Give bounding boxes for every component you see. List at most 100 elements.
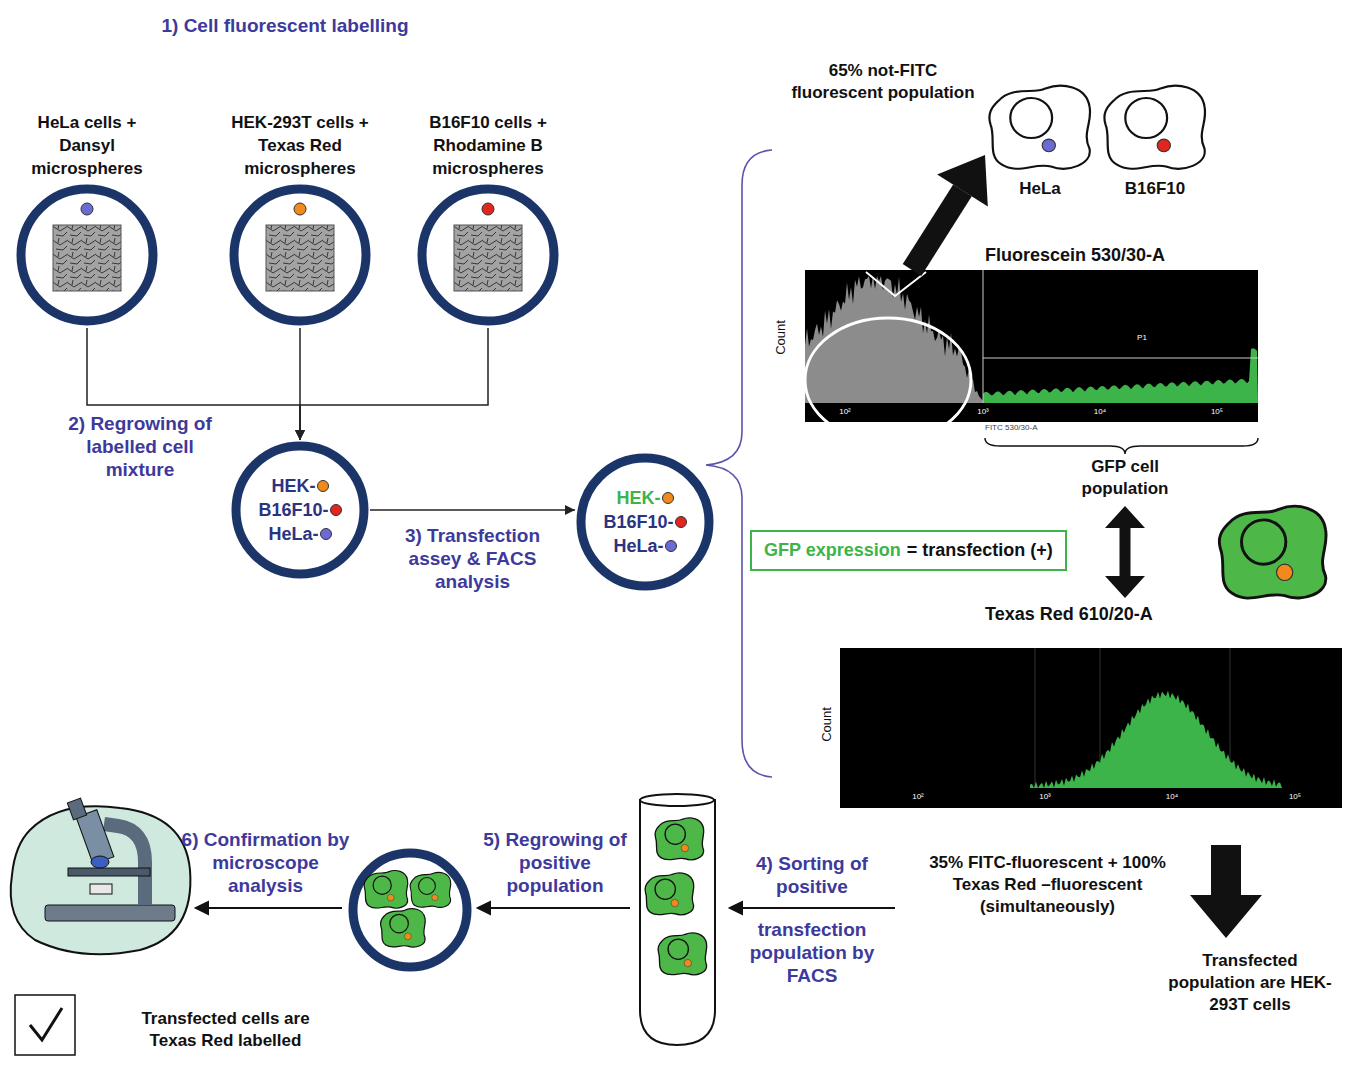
- regrown-dish: [364, 871, 408, 909]
- axis-label: 10⁵: [1205, 407, 1229, 417]
- connector-arrow: [300, 328, 488, 440]
- microscope-icon: [11, 806, 191, 954]
- step-label: transfection population by FACS: [732, 918, 892, 987]
- dish-outline: [81, 203, 93, 215]
- cell-line-row: HEK-: [617, 486, 674, 510]
- step-arrows: [478, 902, 490, 914]
- step-label: 2) Regrowing of labelled cell mixture: [50, 412, 230, 481]
- texas-red-histogram: [1035, 648, 1036, 788]
- node-text: GFP expression: [764, 540, 901, 561]
- fitc-histogram: [983, 270, 984, 403]
- cell-outline: [1042, 139, 1055, 152]
- cell-line-row: HeLa-: [268, 522, 331, 546]
- arrow-shaft: [912, 190, 962, 270]
- gfp-brace: [985, 438, 1258, 454]
- note-label: Transfected cells are Texas Red labelled: [128, 1008, 323, 1052]
- cell-shape: B16F10: [1100, 80, 1210, 200]
- cell-line-row: B16F10-: [603, 510, 686, 534]
- node-text: HEK-: [617, 486, 661, 510]
- node-text: HeLa cells + Dansyl microspheres: [12, 111, 162, 180]
- step-label: 1) Cell fluorescent labelling: [130, 14, 440, 37]
- grouping-brace: [706, 150, 772, 777]
- regrown-dish: [353, 853, 467, 967]
- texas-red-histogram: [840, 648, 1342, 808]
- axis-label: 10²: [906, 792, 930, 802]
- microscope-icon: [45, 905, 175, 921]
- node-text: HEK-293T cells + Texas Red microspheres: [225, 111, 375, 180]
- cell-line-row: B16F10-: [258, 498, 341, 522]
- culture-dish: HEK-B16F10-HeLa-: [230, 440, 370, 580]
- checkbox: [30, 1008, 62, 1040]
- note-label: 65% not-FITC fluorescent population: [783, 60, 983, 104]
- step-arrows: [730, 902, 742, 914]
- axis-label: 10⁴: [1088, 407, 1112, 417]
- dish-outline: [422, 189, 554, 321]
- step-arrows: [206, 907, 342, 909]
- microscope-icon: [11, 798, 191, 954]
- microsphere-dot: [330, 504, 342, 516]
- culture-dish: B16F10 cells + Rhodamine B microspheres: [413, 111, 563, 328]
- cell-shape: HeLa: [985, 80, 1095, 200]
- arrow-head: [1105, 576, 1145, 598]
- dish-outline: [294, 203, 306, 215]
- connector-arrow: [1105, 506, 1145, 598]
- dish-outline: [581, 458, 709, 586]
- arrow-head: [937, 155, 988, 207]
- dish-outline: [234, 189, 366, 321]
- gfp-cell: [1219, 506, 1326, 598]
- connector-arrow: [370, 510, 575, 511]
- edge-label: 3) Transfection assey & FACS analysis: [398, 524, 548, 593]
- node-text: B16F10-: [603, 510, 673, 534]
- regrown-dish: [410, 872, 451, 907]
- arrow-head: [1105, 506, 1145, 528]
- dish-outline: [454, 225, 522, 291]
- dish-outline: [21, 189, 153, 321]
- step-label: 5) Regrowing of positive population: [480, 828, 630, 897]
- gfp-positive-area: [983, 348, 1258, 403]
- step-arrows: [488, 907, 630, 909]
- culture-dish: HeLa cells + Dansyl microspheres: [12, 111, 162, 328]
- dish-outline: [236, 446, 364, 574]
- histogram-panel: Fluorescein 530/30-AGFP cell population: [770, 270, 1262, 506]
- sorting-tube: [640, 800, 715, 1045]
- axis-label: 10⁴: [1160, 792, 1184, 802]
- step-label: 6) Confirmation by microscope analysis: [178, 828, 353, 897]
- node-text: B16F10: [1100, 178, 1210, 200]
- microscope-icon: [67, 798, 86, 820]
- result-arrow: [1190, 845, 1262, 938]
- arrow-shaft: [1120, 528, 1131, 576]
- connector-line: [370, 509, 575, 511]
- checkbox: [15, 995, 75, 1055]
- microsphere-dot: [665, 540, 677, 552]
- dish-outline: [482, 203, 494, 215]
- node-text: HeLa: [985, 178, 1095, 200]
- fitc-histogram: [805, 270, 1258, 422]
- dish-outline: [266, 225, 334, 291]
- culture-dish: HEK-293T cells + Texas Red microspheres: [225, 111, 375, 328]
- regrown-dish: [353, 853, 467, 967]
- node-text: B16F10 cells + Rhodamine B microspheres: [413, 111, 563, 180]
- sorting-tube: [640, 794, 714, 806]
- sorting-tube: [655, 818, 704, 860]
- checkbox: [15, 995, 75, 1055]
- node-text: HeLa-: [613, 534, 663, 558]
- node-text: HEK-: [272, 474, 316, 498]
- sorting-tube: [645, 873, 694, 915]
- cell-outline: [1100, 80, 1210, 175]
- node-text: = transfection (+): [907, 540, 1053, 561]
- node-text: Texas Red 610/20-A: [985, 602, 1153, 626]
- axis-label: 10³: [971, 407, 995, 417]
- connector-line: [300, 328, 488, 440]
- dish-outline: [413, 182, 563, 328]
- axis-label: 10⁵: [1283, 792, 1307, 802]
- connector-arrow: [912, 155, 988, 270]
- axis-label: 10²: [833, 407, 857, 417]
- cell-outline: [985, 80, 1095, 175]
- cell-outline: [1010, 98, 1052, 138]
- microscope-icon: [90, 884, 112, 894]
- cell-outline: [1157, 139, 1170, 152]
- microsphere-dot: [320, 528, 332, 540]
- fitc-histogram: [805, 318, 971, 442]
- texas-red-histogram: [840, 648, 1342, 808]
